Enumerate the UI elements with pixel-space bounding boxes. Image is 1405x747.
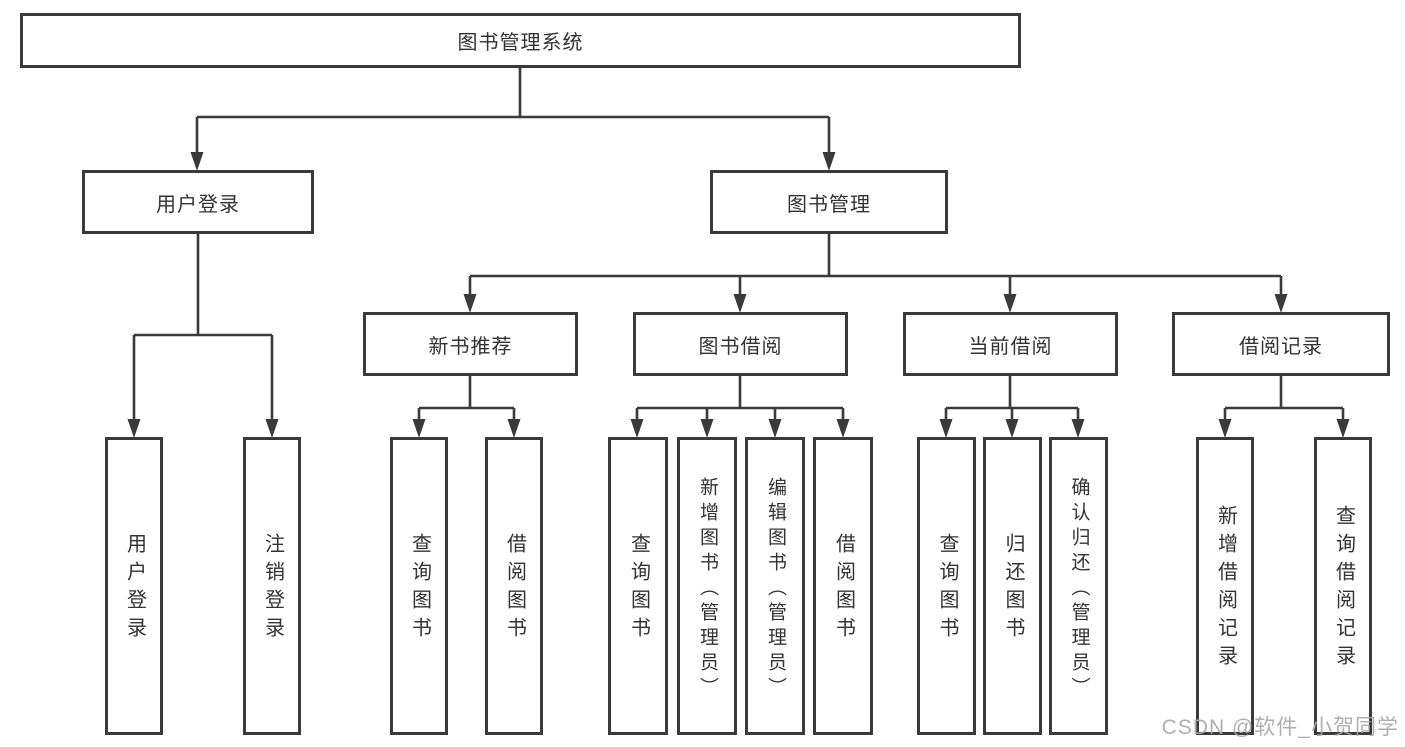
node-borrowing-records: 借阅记录	[1172, 312, 1390, 376]
leaf-query-books-current: 查询图书	[917, 437, 976, 735]
leaf-add-borrow-record: 新增借阅记录	[1196, 437, 1254, 735]
leaf-edit-book-admin: 编辑图书（管理员）	[745, 437, 805, 735]
node-user-login: 用户登录	[82, 170, 314, 234]
leaf-user-login: 用户登录	[105, 437, 163, 735]
leaf-query-books-recommend: 查询图书	[390, 437, 448, 735]
leaf-query-borrow-record: 查询借阅记录	[1314, 437, 1372, 735]
node-library-system: 图书管理系统	[20, 13, 1021, 68]
node-book-borrowing: 图书借阅	[633, 312, 848, 376]
node-book-management: 图书管理	[710, 170, 948, 234]
leaf-return-book: 归还图书	[983, 437, 1042, 735]
watermark: CSDN @软件_小贺同学	[1161, 716, 1399, 739]
leaf-borrow-books: 借阅图书	[813, 437, 873, 735]
leaf-add-book-admin: 新增图书（管理员）	[677, 437, 737, 735]
leaf-logout: 注销登录	[243, 437, 301, 735]
node-current-borrowing: 当前借阅	[903, 312, 1118, 376]
leaf-query-books-borrowing: 查询图书	[608, 437, 668, 735]
node-new-book-recommend: 新书推荐	[363, 312, 578, 376]
leaf-borrow-books-recommend: 借阅图书	[485, 437, 543, 735]
leaf-confirm-return-admin: 确认归还（管理员）	[1049, 437, 1108, 735]
